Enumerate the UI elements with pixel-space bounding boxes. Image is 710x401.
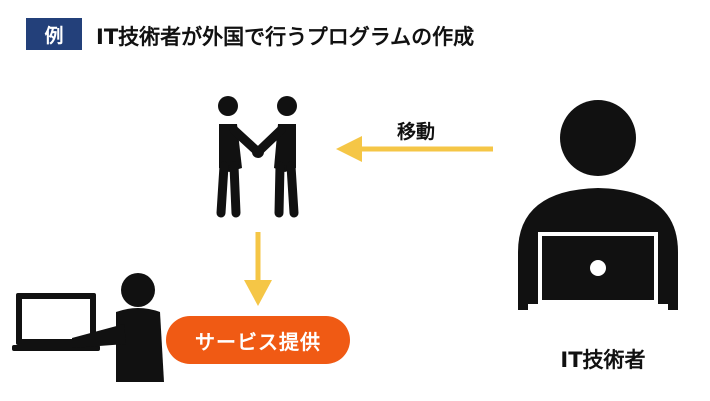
page-title: IT技術者が外国で行うプログラムの作成 xyxy=(96,25,475,49)
move-arrow xyxy=(336,136,493,162)
developer-at-desk-icon xyxy=(12,273,164,382)
service-provision-badge: サービス提供 xyxy=(166,316,350,364)
engineer-with-laptop-icon xyxy=(518,100,678,314)
handshake-icon xyxy=(216,96,299,218)
example-badge: 例 xyxy=(26,18,82,50)
service-arrow xyxy=(244,232,272,306)
move-label: 移動 xyxy=(397,121,436,143)
engineer-label: IT技術者 xyxy=(560,348,646,372)
